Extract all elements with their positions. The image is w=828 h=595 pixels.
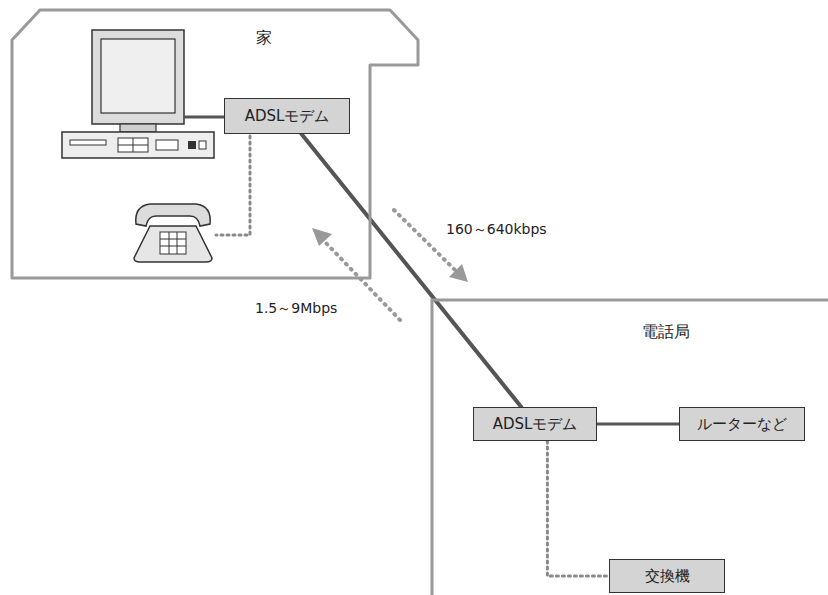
phone-illustration [134, 204, 212, 262]
data-line [302, 134, 522, 407]
box-label: ADSLモデム [493, 415, 578, 434]
house-outline [12, 10, 418, 278]
switch-box: 交換機 [609, 559, 725, 593]
office-region: 電話局 ADSLモデム ルーターなど交換機 [432, 300, 828, 595]
bandwidth-label: 160～640kbps [446, 221, 547, 239]
modem-box: ADSLモデム [224, 98, 350, 134]
phone-line [547, 441, 609, 576]
modem-box: ADSLモデム [473, 407, 597, 441]
box-label: ルーターなど [697, 415, 787, 434]
router-box: ルーターなど [679, 407, 805, 441]
pc-cable [184, 116, 225, 119]
data-line [597, 423, 679, 426]
box-label: 交換機 [645, 567, 690, 586]
computer-illustration [62, 30, 214, 158]
region-title: 電話局 [642, 322, 690, 343]
region-title: 家 [256, 28, 272, 49]
phone-cord [216, 136, 250, 235]
house-region: 家 ADSLモデム [12, 10, 418, 278]
bandwidth-label: 1.5～9Mbps [255, 300, 337, 318]
upstream-arrow [394, 210, 468, 282]
box-label: ADSLモデム [245, 107, 330, 126]
office-outline [432, 300, 828, 595]
